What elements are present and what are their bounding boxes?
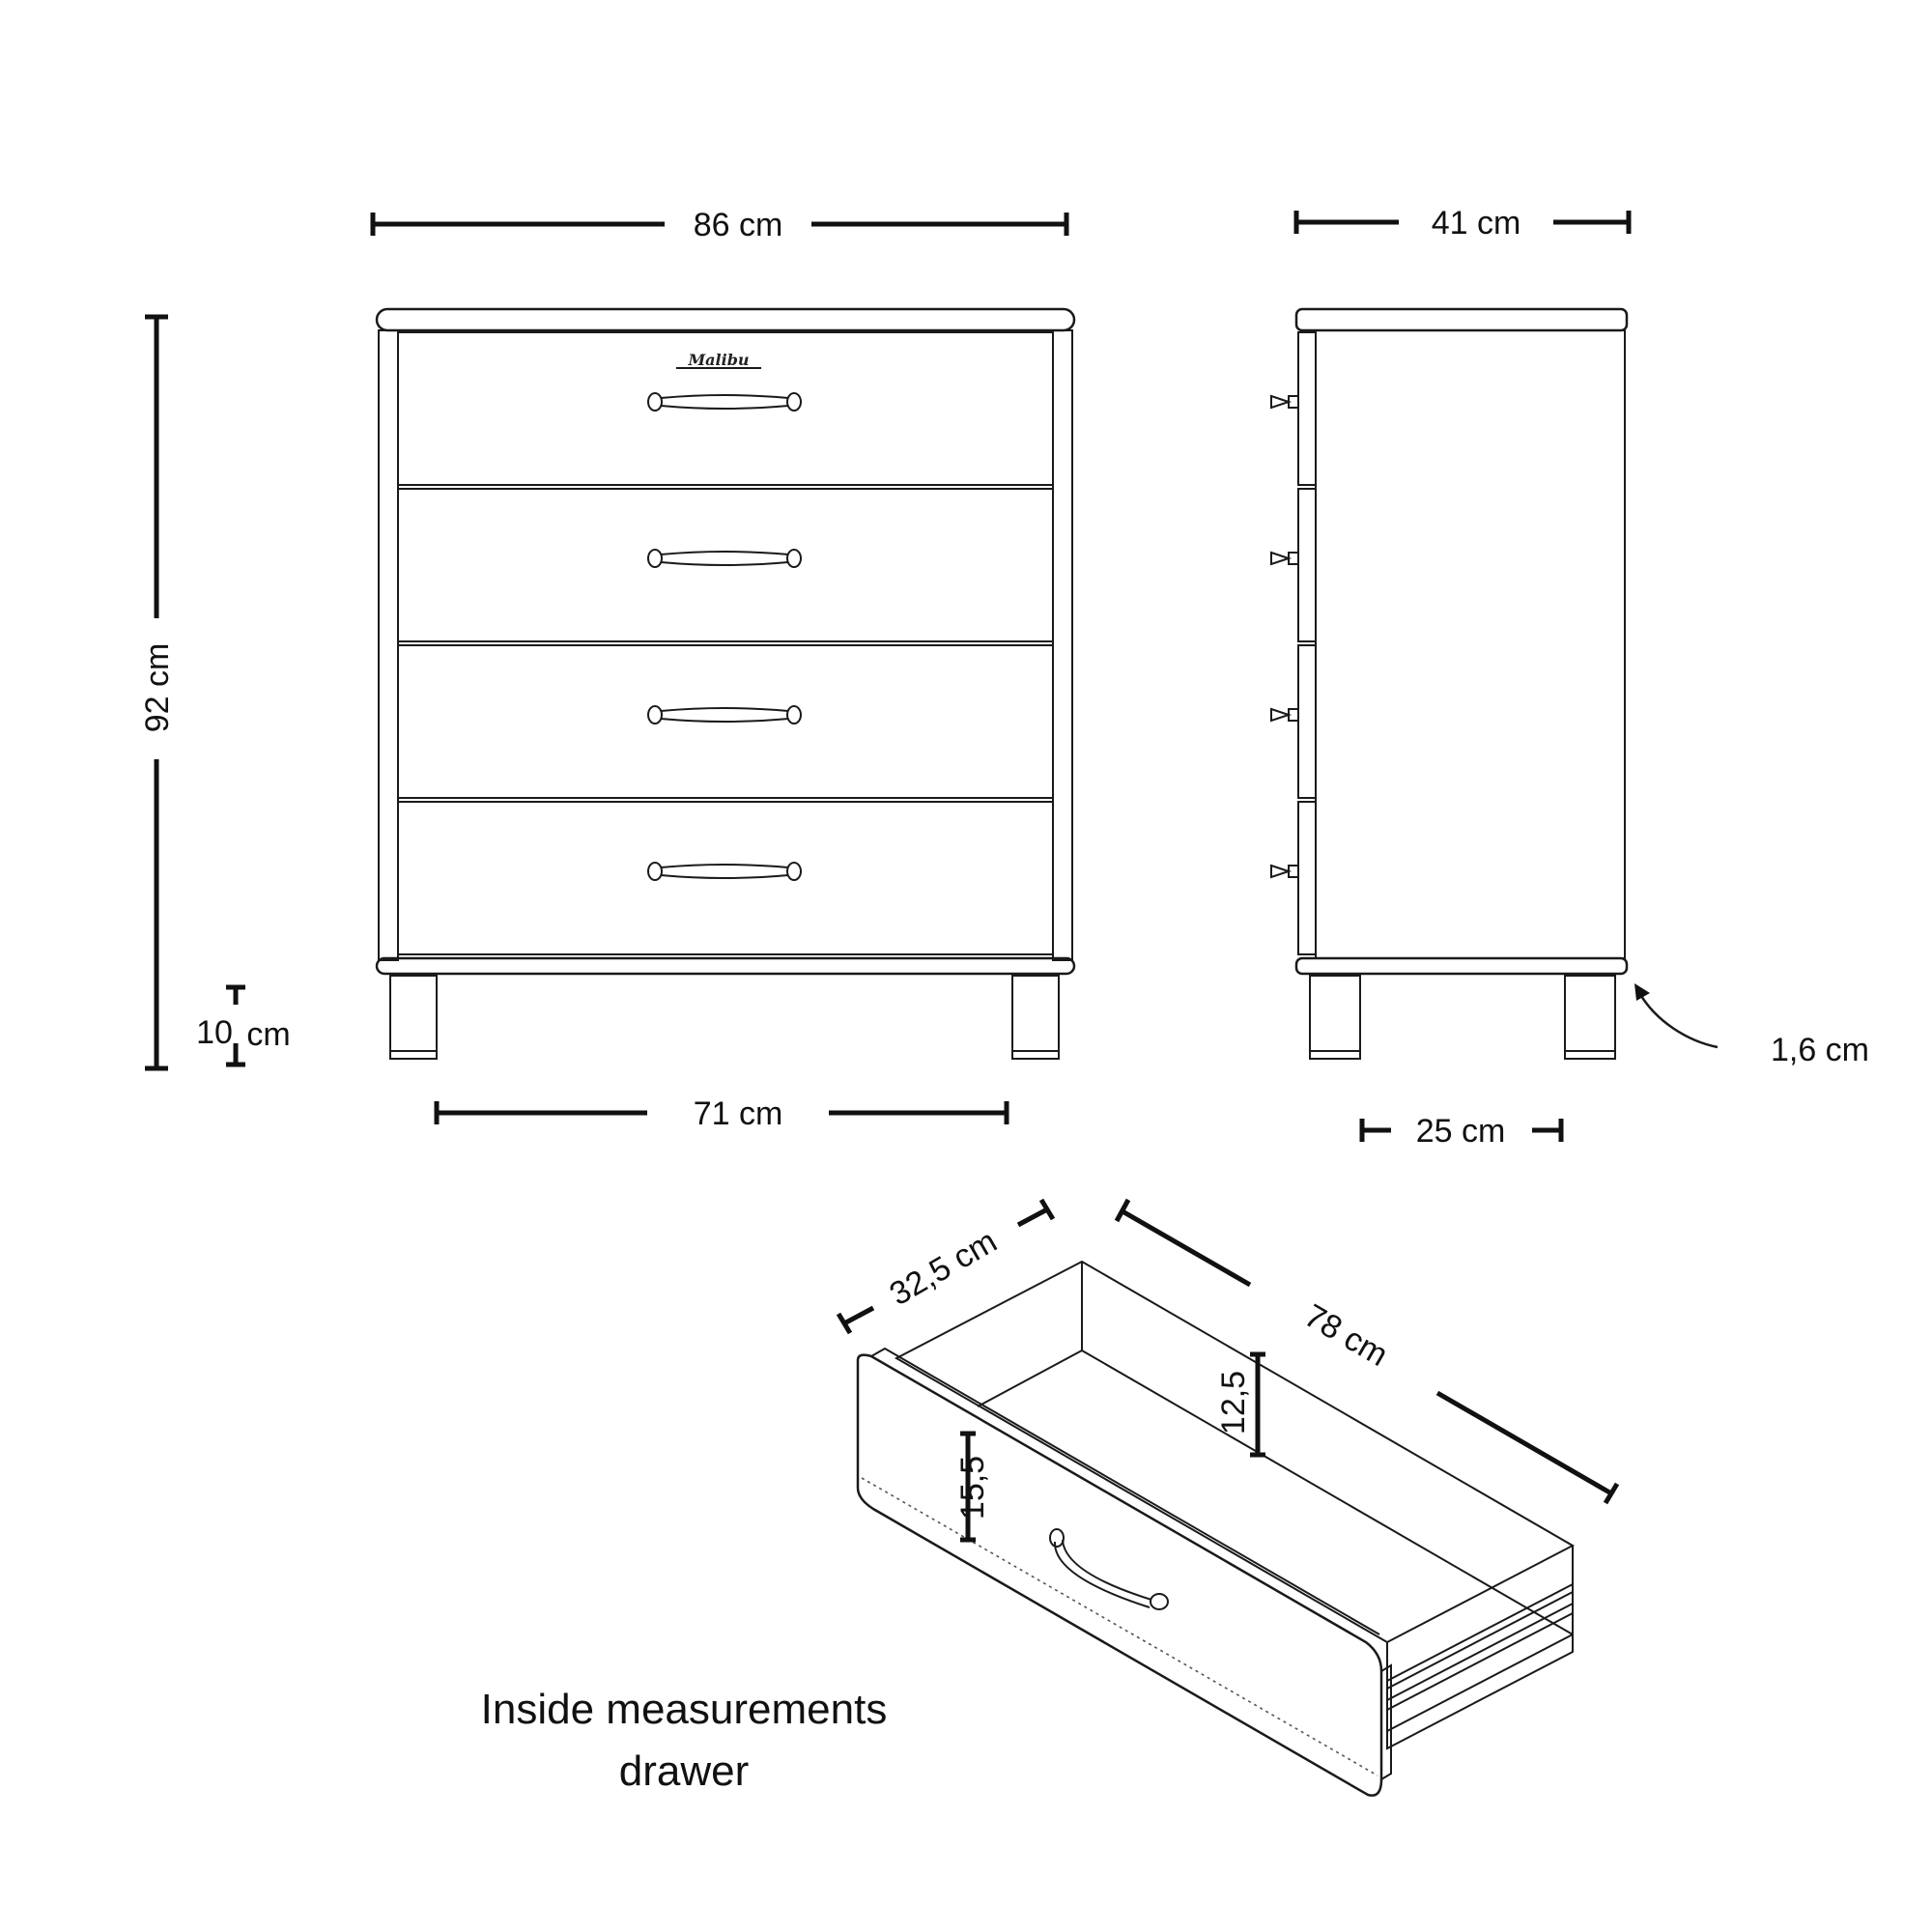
side-drawer-front-3 [1297,644,1317,799]
drawer-front-panel [856,1353,1383,1797]
side-front-leg [1309,975,1361,1060]
leg-spacing-front-label: 71 cm [694,1095,783,1132]
overhang-arrow [1636,990,1719,1049]
side-handle-4-icon [1270,864,1299,879]
front-drawer-4 [397,801,1054,955]
drawer-right-side [1386,1634,1574,1733]
front-bottom-panel [375,956,1076,976]
drawer-handle-1-icon [647,392,802,412]
side-handle-1-icon [1270,394,1299,410]
caption-line-2: drawer [619,1747,750,1795]
dim-front-overhang: 1,6 cm [1634,983,1869,1068]
dim-leg-spacing-side: 25 cm [1359,1113,1564,1150]
side-drawer-front-1 [1297,331,1317,486]
drawer-handle-3-icon [647,705,802,724]
dim-side-depth: 41 cm [1293,205,1632,242]
total-height-label: 92 cm [139,643,176,733]
leg-spacing-side-label: 25 cm [1416,1113,1506,1150]
front-top-panel [375,307,1076,332]
drawer-inner-height-label: 12,5 [1215,1371,1252,1435]
arrow-head-icon [1634,983,1650,1001]
drawer-runner [1386,1583,1574,1690]
front-right-side [1052,329,1073,961]
dim-drawer-inner-height: 12,5 [1215,1351,1265,1458]
drawer-inner-floor-edge [977,1350,1083,1407]
dim-drawer-width: 32,5 cm [836,1198,1056,1335]
drawer-handle-4-icon [647,862,802,881]
dim-leg-spacing-front: 71 cm [434,1095,1009,1132]
drawer-front-height-label: 15,5 [954,1456,991,1520]
leg-height-unit: cm [246,1016,290,1053]
side-drawer-front-2 [1297,488,1317,642]
drawer-front-bottom-dash [861,1477,1378,1776]
brand-logo: Malibu [687,351,749,369]
front-width-label: 86 cm [694,207,783,243]
front-view: Malibu [375,307,1076,1060]
side-bottom-panel [1294,956,1629,976]
side-top-panel [1294,307,1629,332]
front-left-leg [389,975,438,1060]
front-drawer-1 [397,331,1054,486]
front-drawer-3 [397,644,1054,799]
side-handle-3-icon [1270,707,1299,723]
side-body [1315,329,1626,959]
dim-leg-height: 10 cm [196,984,291,1067]
side-handle-2-icon [1270,551,1299,566]
drawer-width-label: 32,5 cm [884,1223,1004,1313]
drawer-back-right [1081,1262,1574,1636]
drawer-front-handle-icon [1049,1528,1169,1610]
leg-height-value: 10 [196,1014,233,1051]
drawer-handle-2-icon [647,549,802,568]
front-right-leg [1011,975,1060,1060]
drawer-isometric [856,1260,1576,1797]
caption-line-1: Inside measurements [481,1686,888,1733]
front-left-side [378,329,399,961]
dim-total-height: 92 cm [139,314,176,1071]
side-back-leg [1564,975,1616,1060]
side-drawer-front-4 [1297,801,1317,955]
dim-drawer-front-height: 15,5 [954,1431,991,1543]
side-view [1270,307,1629,1060]
drawer-top-rim [894,1260,1576,1644]
dim-front-width: 86 cm [370,207,1069,243]
front-drawer-2 [397,488,1054,642]
front-overhang-label: 1,6 cm [1771,1032,1869,1068]
dim-drawer-length: 78 cm [1114,1198,1620,1505]
side-depth-label: 41 cm [1432,205,1521,242]
drawer-length-label: 78 cm [1298,1297,1394,1374]
